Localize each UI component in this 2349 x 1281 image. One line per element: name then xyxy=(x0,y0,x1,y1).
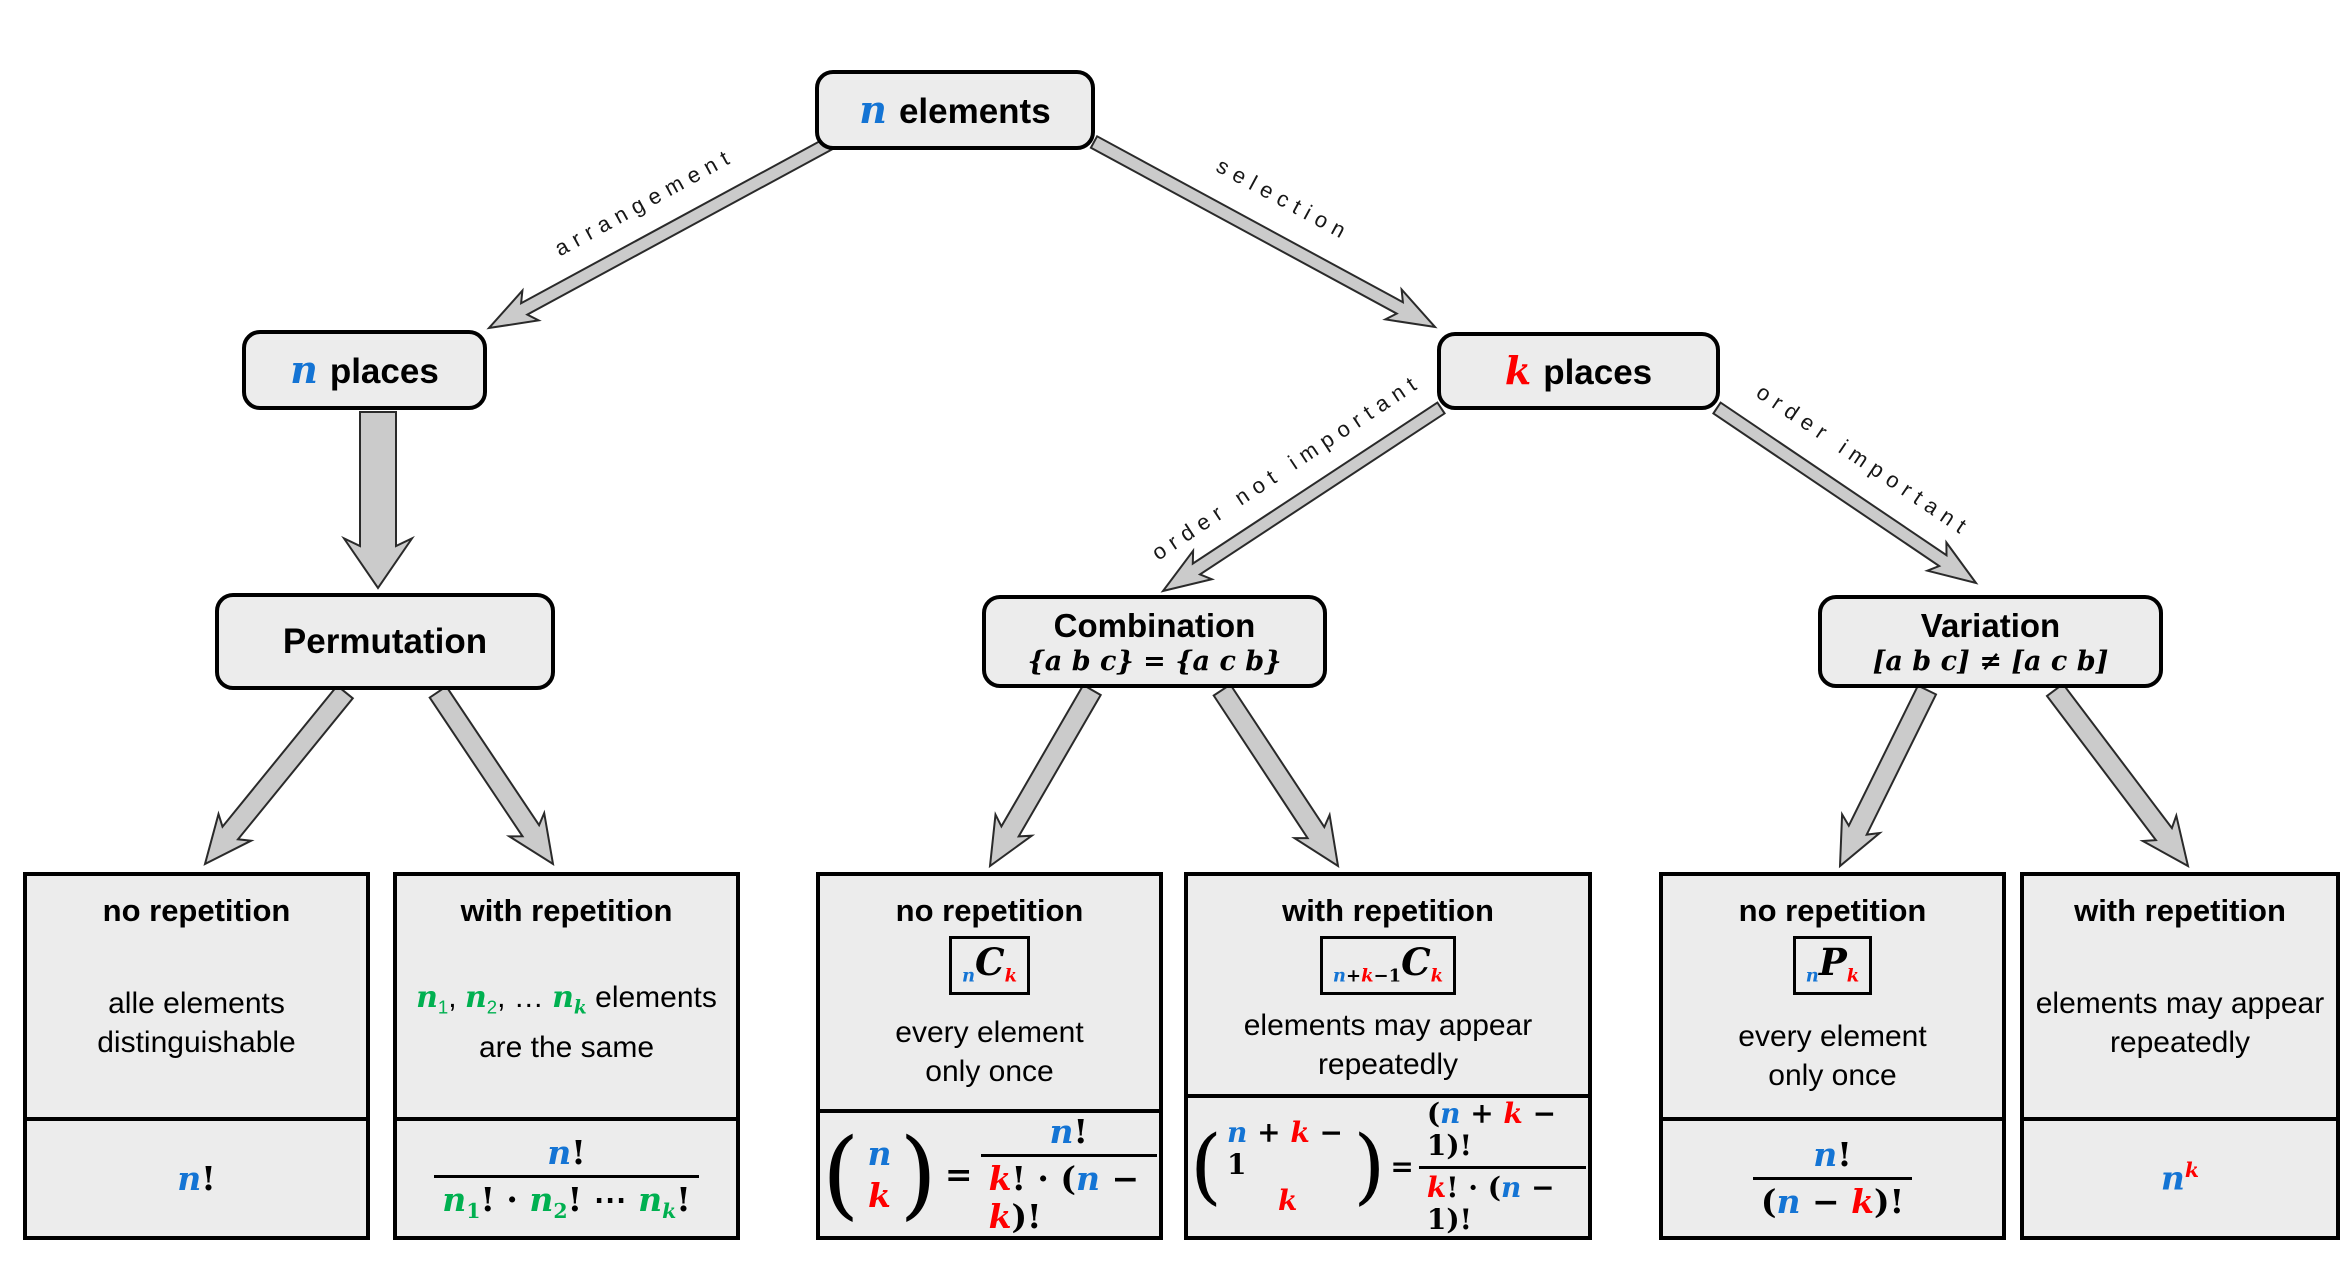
node-title: k places xyxy=(1504,348,1653,393)
node-word: places xyxy=(329,352,439,391)
fraction-numerator: n! xyxy=(1049,1112,1089,1152)
leaf-title: no repetition xyxy=(1738,893,1927,928)
leaf-description-section: with repetition n+k−1Ck elements may app… xyxy=(1188,876,1588,1094)
node-title: Permutation xyxy=(283,624,487,659)
leaf-formula-section: n! (n − k)! xyxy=(1663,1117,2002,1236)
node-word: Variation xyxy=(1920,606,2061,644)
arrow-variation-to-with-repetition xyxy=(2045,682,2190,868)
left-paren: ( xyxy=(1190,1119,1222,1215)
node-title: Variation xyxy=(1921,609,2060,642)
formula-k-permutation: n! (n − k)! xyxy=(1752,1135,1913,1221)
node-title: n places xyxy=(290,347,439,392)
fraction-denominator: k! · (n − 1)! xyxy=(1418,1165,1586,1236)
node-word: Permutation xyxy=(282,622,488,661)
node-k-places: k places xyxy=(1437,332,1720,410)
node-permutation: Permutation xyxy=(215,593,555,690)
variable-k: k xyxy=(1504,348,1532,393)
leaf-title: with repetition xyxy=(1282,893,1494,928)
arrow-selection xyxy=(1089,134,1438,329)
leaf-title: with repetition xyxy=(2074,893,2286,928)
formula-n-power-k: nk xyxy=(2160,1158,2200,1198)
formula-n-factorial: n! xyxy=(177,1158,216,1198)
node-n-places: n places xyxy=(242,330,487,410)
notation-badge-n+k-1Ck: n+k−1Ck xyxy=(1319,936,1457,995)
fraction: n! (n − k)! xyxy=(1752,1135,1913,1221)
node-subtitle: {a b c} = {a c b} xyxy=(1027,645,1282,677)
node-subtitle: [a b c] ≠ [a c b] xyxy=(1872,645,2109,677)
fraction-denominator: n1! · n2! ⋯ nk! xyxy=(434,1174,699,1224)
leaf-title: with repetition xyxy=(460,893,673,928)
variable-n: n xyxy=(290,347,318,392)
fraction-numerator: n! xyxy=(547,1132,586,1172)
arrow-arrangement xyxy=(486,134,837,330)
right-paren: ) xyxy=(1353,1119,1386,1215)
node-title: n elements xyxy=(859,87,1051,132)
leaf-formula-section: n! n1! · n2! ⋯ nk! xyxy=(397,1117,736,1236)
arrow-n-places-to-permutation xyxy=(341,411,415,590)
fraction: n! k! · (n − k)! xyxy=(980,1112,1157,1236)
node-variation: Variation [a b c] ≠ [a c b] xyxy=(1818,595,2163,688)
node-word: elements xyxy=(898,92,1051,131)
fraction-numerator: n! xyxy=(1813,1135,1852,1175)
notation-badge-nCk: nCk xyxy=(948,936,1031,995)
leaf-combination-with-repetition: with repetition n+k−1Ck elements may app… xyxy=(1184,872,1592,1240)
formula-multinomial: n! n1! · n2! ⋯ nk! xyxy=(434,1132,699,1224)
arrow-permutation-to-no-repetition xyxy=(203,684,355,866)
arrow-order-important xyxy=(1712,401,1979,585)
node-word: places xyxy=(1543,353,1653,392)
arrow-permutation-to-with-repetition xyxy=(428,685,555,867)
left-paren: ( xyxy=(822,1118,860,1231)
arrow-combination-to-with-repetition xyxy=(1212,683,1340,869)
fraction-denominator: k! · (n − k)! xyxy=(980,1154,1157,1236)
fraction-denominator: (n − k)! xyxy=(1752,1177,1913,1221)
equals-sign: = xyxy=(944,1154,973,1194)
node-n-elements: n elements xyxy=(815,70,1095,150)
node-word: Combination xyxy=(1053,606,1256,644)
leaf-formula-section: n! xyxy=(27,1117,366,1236)
fraction: (n + k − 1)! k! · (n − 1)! xyxy=(1418,1097,1586,1236)
leaf-title: no repetition xyxy=(895,893,1084,928)
node-title: Combination xyxy=(1054,609,1256,642)
arrow-variation-to-no-repetition xyxy=(1838,684,1938,869)
fraction-numerator: (n + k − 1)! xyxy=(1426,1097,1557,1163)
node-combination: Combination {a b c} = {a c b} xyxy=(982,595,1327,688)
equals-sign: = xyxy=(1390,1150,1414,1184)
arrow-order-not-important xyxy=(1160,401,1446,593)
right-paren: ) xyxy=(899,1118,937,1231)
fraction: n! n1! · n2! ⋯ nk! xyxy=(434,1132,699,1224)
leaf-formula-section: nk xyxy=(2024,1117,2336,1236)
variable-n: n xyxy=(859,87,887,132)
arrow-combination-to-no-repetition xyxy=(988,683,1103,869)
notation-badge-nPk: nPk xyxy=(1792,936,1873,995)
leaf-title: no repetition xyxy=(102,893,291,928)
